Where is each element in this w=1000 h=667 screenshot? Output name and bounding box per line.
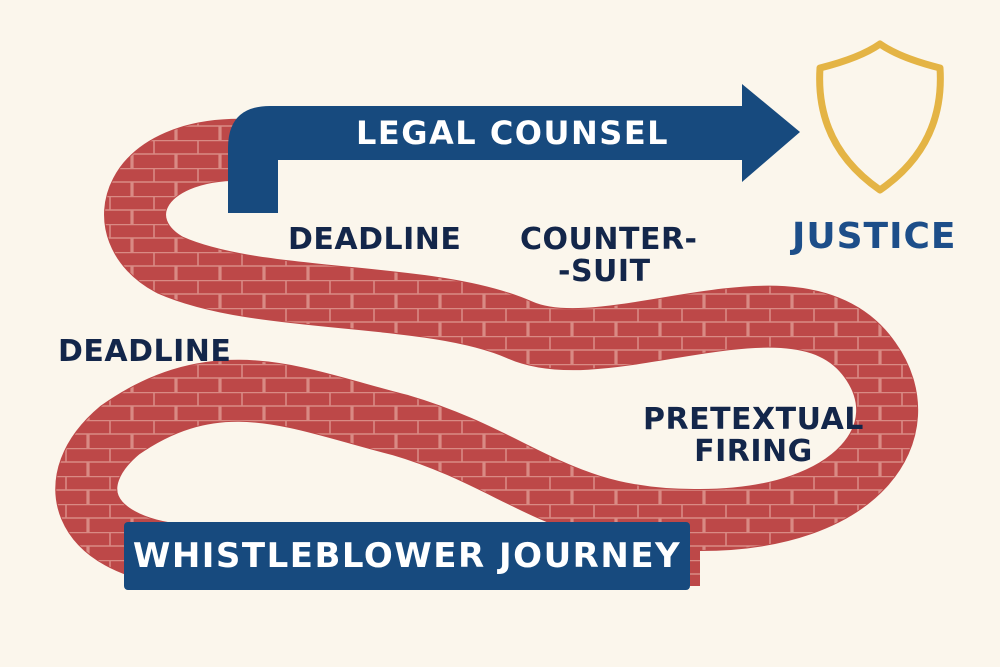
countersuit-line-2: -SUIT (558, 253, 651, 289)
pretextual-line-1: PRETEXTUAL (643, 402, 864, 437)
legal-counsel-label: LEGAL COUNSEL (356, 114, 670, 152)
pretextual-firing-label: PRETEXTUAL FIRING (643, 404, 864, 467)
pretextual-line-2: FIRING (694, 433, 813, 469)
shield-icon (816, 40, 944, 194)
arrow-right-icon (228, 84, 800, 213)
deadline-upper-label: DEADLINE (288, 222, 462, 257)
journey-badge: WHISTLEBLOWER JOURNEY (124, 522, 690, 590)
journey-label: WHISTLEBLOWER JOURNEY (132, 536, 682, 576)
countersuit-line-1: COUNTER- (520, 222, 698, 257)
brick-path (55, 118, 919, 586)
justice-label: JUSTICE (792, 216, 957, 257)
deadline-lower-label: DEADLINE (58, 334, 232, 369)
countersuit-label: COUNTER- -SUIT (520, 224, 698, 287)
